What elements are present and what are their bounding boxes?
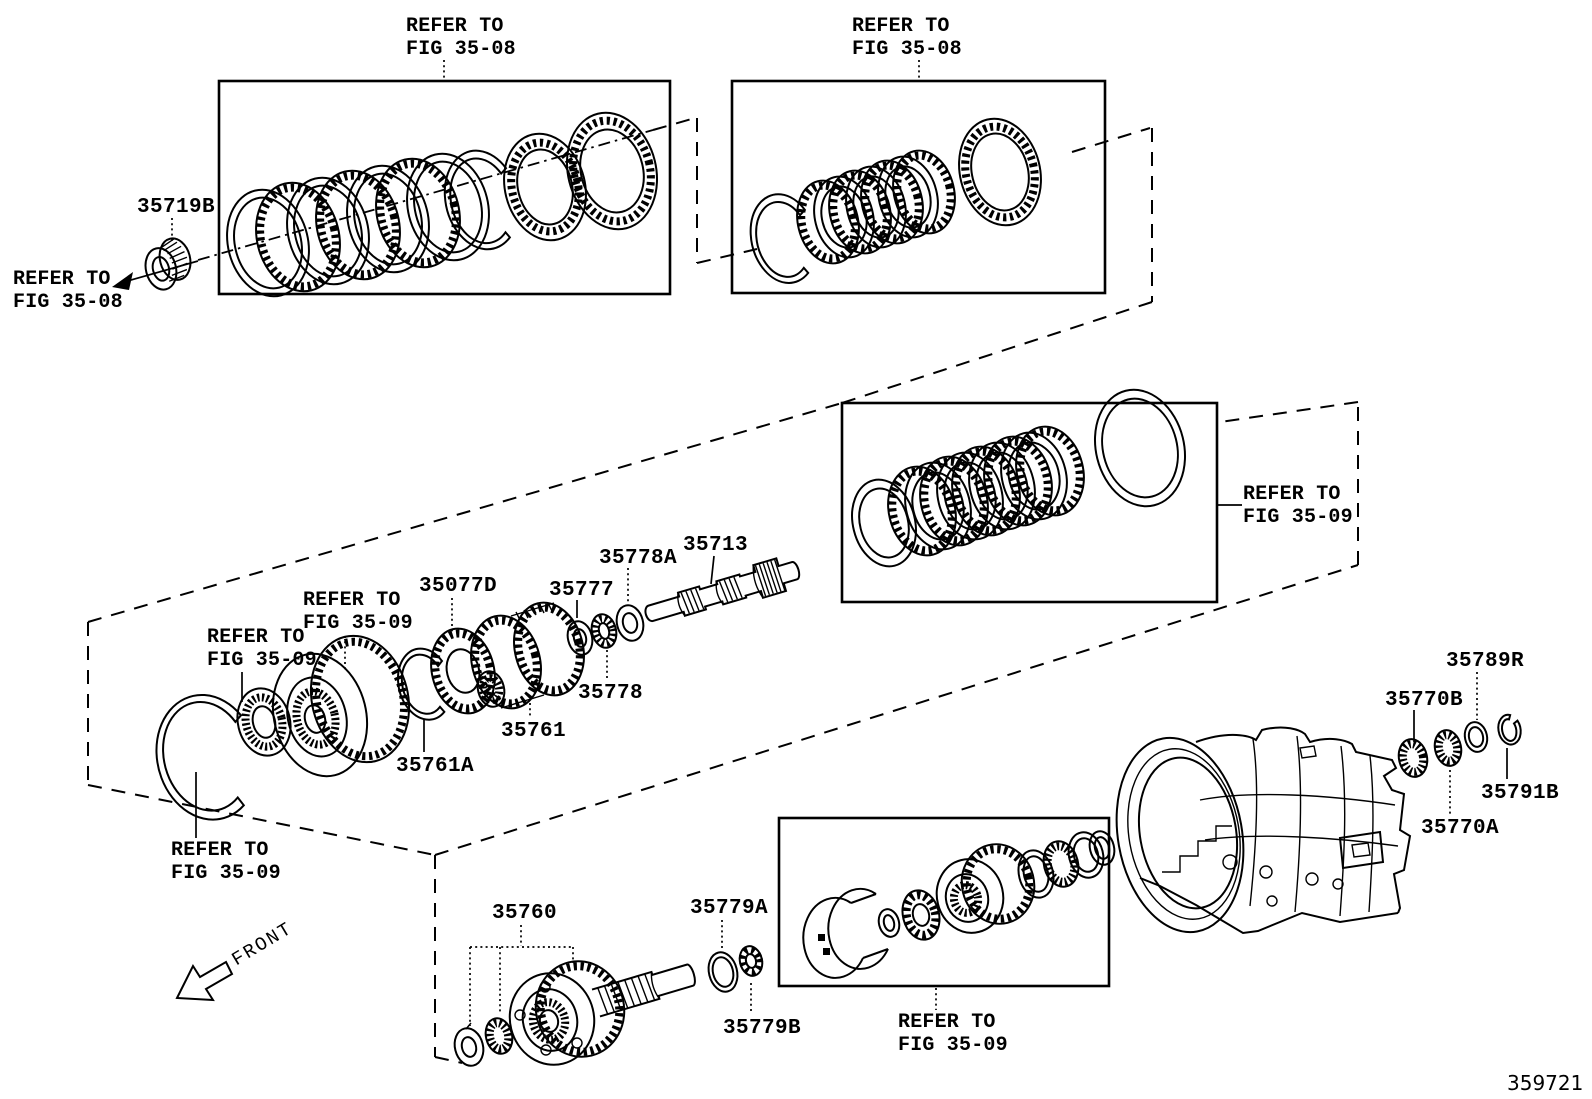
part-label-35779b: 35779B [723, 1017, 802, 1040]
ref-line-refer-to: REFER TO [207, 626, 305, 649]
diagram-number: 359721 [1507, 1071, 1584, 1095]
ref-line-fig: FIG 35-08 [406, 38, 516, 61]
ref-line-refer-to: REFER TO [406, 15, 504, 38]
ref-line-fig: FIG 35-09 [171, 862, 281, 885]
front-arrow [175, 960, 234, 1002]
snap-ring-35761a [397, 647, 446, 721]
part-label-35761: 35761 [501, 720, 567, 743]
output-shaft [591, 963, 696, 1018]
brake-band-assembly [802, 830, 1116, 979]
part-label-35791b: 35791B [1481, 782, 1560, 805]
ring-35789r [1463, 721, 1489, 753]
part-label-35777: 35777 [549, 579, 615, 602]
ref-label-fig3509-brakebox: REFER TO FIG 35-09 [898, 1011, 1008, 1057]
clutch-pack-fig3508-right [749, 117, 1042, 284]
clutch-pack-fig3509 [851, 388, 1187, 568]
ref-label-fig3508-box-left: REFER TO FIG 35-08 [406, 15, 516, 61]
part-label-35761a: 35761A [396, 755, 475, 778]
clutch-drum-fig3509 [271, 634, 411, 778]
ref-line-refer-to: REFER TO [898, 1011, 996, 1034]
seal-35770b [1397, 738, 1429, 778]
clutch-pack-fig3508-left [226, 111, 659, 298]
ref-line-fig: FIG 35-08 [13, 291, 123, 314]
ref-label-fig3509-drum: REFER TO FIG 35-09 [303, 589, 413, 635]
part-label-35713: 35713 [683, 534, 749, 557]
lock-washer-35779b [738, 945, 764, 977]
part-label-35770a: 35770A [1421, 817, 1500, 840]
ref-line-refer-to: REFER TO [13, 268, 111, 291]
construction-lines [87, 117, 1359, 1064]
part-label-35077d: 35077D [419, 575, 498, 598]
part-label-35778: 35778 [578, 682, 644, 705]
ref-line-fig: FIG 35-09 [1243, 506, 1353, 529]
one-way-clutch-35077d [430, 627, 506, 715]
ref-line-refer-to: REFER TO [303, 589, 401, 612]
output-drum-35760 [508, 960, 626, 1066]
ref-line-fig: FIG 35-09 [207, 649, 317, 672]
part-label-35770b: 35770B [1385, 689, 1464, 712]
box-fig3509-clutch [840, 401, 1219, 604]
ref-line-fig: FIG 35-08 [852, 38, 962, 61]
ref-line-fig: FIG 35-09 [898, 1034, 1008, 1057]
ref-line-refer-to: REFER TO [171, 839, 269, 862]
ref-label-fig3509-clutchbox: REFER TO FIG 35-09 [1243, 483, 1353, 529]
bearing-35770a [1433, 729, 1463, 767]
leader-lines [171, 60, 1508, 1026]
part-label-35760: 35760 [492, 902, 558, 925]
snap-ring-35791b [1497, 713, 1522, 746]
part-35719b-bearing [144, 237, 192, 291]
bearing-35778 [590, 613, 618, 649]
input-shaft-35713 [644, 557, 801, 623]
part-label-35719b: 35719B [137, 196, 216, 219]
race-35778a [615, 604, 645, 642]
snap-ring-large-left [155, 693, 246, 821]
ring-gear-35761 [470, 601, 585, 710]
box-fig3509-brake [777, 816, 1111, 988]
ref-line-fig: FIG 35-09 [303, 612, 413, 635]
washer-bottom [453, 1022, 485, 1067]
transmission-case [1115, 726, 1412, 935]
ref-line-refer-to: REFER TO [852, 15, 950, 38]
ref-label-fig3508-bearing: REFER TO FIG 35-08 [13, 268, 123, 314]
ref-label-fig3509-snapring: REFER TO FIG 35-09 [171, 839, 281, 885]
ref-label-fig3508-box-right: REFER TO FIG 35-08 [852, 15, 962, 61]
part-label-35778a: 35778A [599, 547, 678, 570]
ref-label-fig3509-bearing: REFER TO FIG 35-09 [207, 626, 317, 672]
part-label-35779a: 35779A [690, 897, 769, 920]
ref-line-refer-to: REFER TO [1243, 483, 1341, 506]
ring-35779a [707, 951, 739, 993]
part-label-35789r: 35789R [1446, 650, 1525, 673]
